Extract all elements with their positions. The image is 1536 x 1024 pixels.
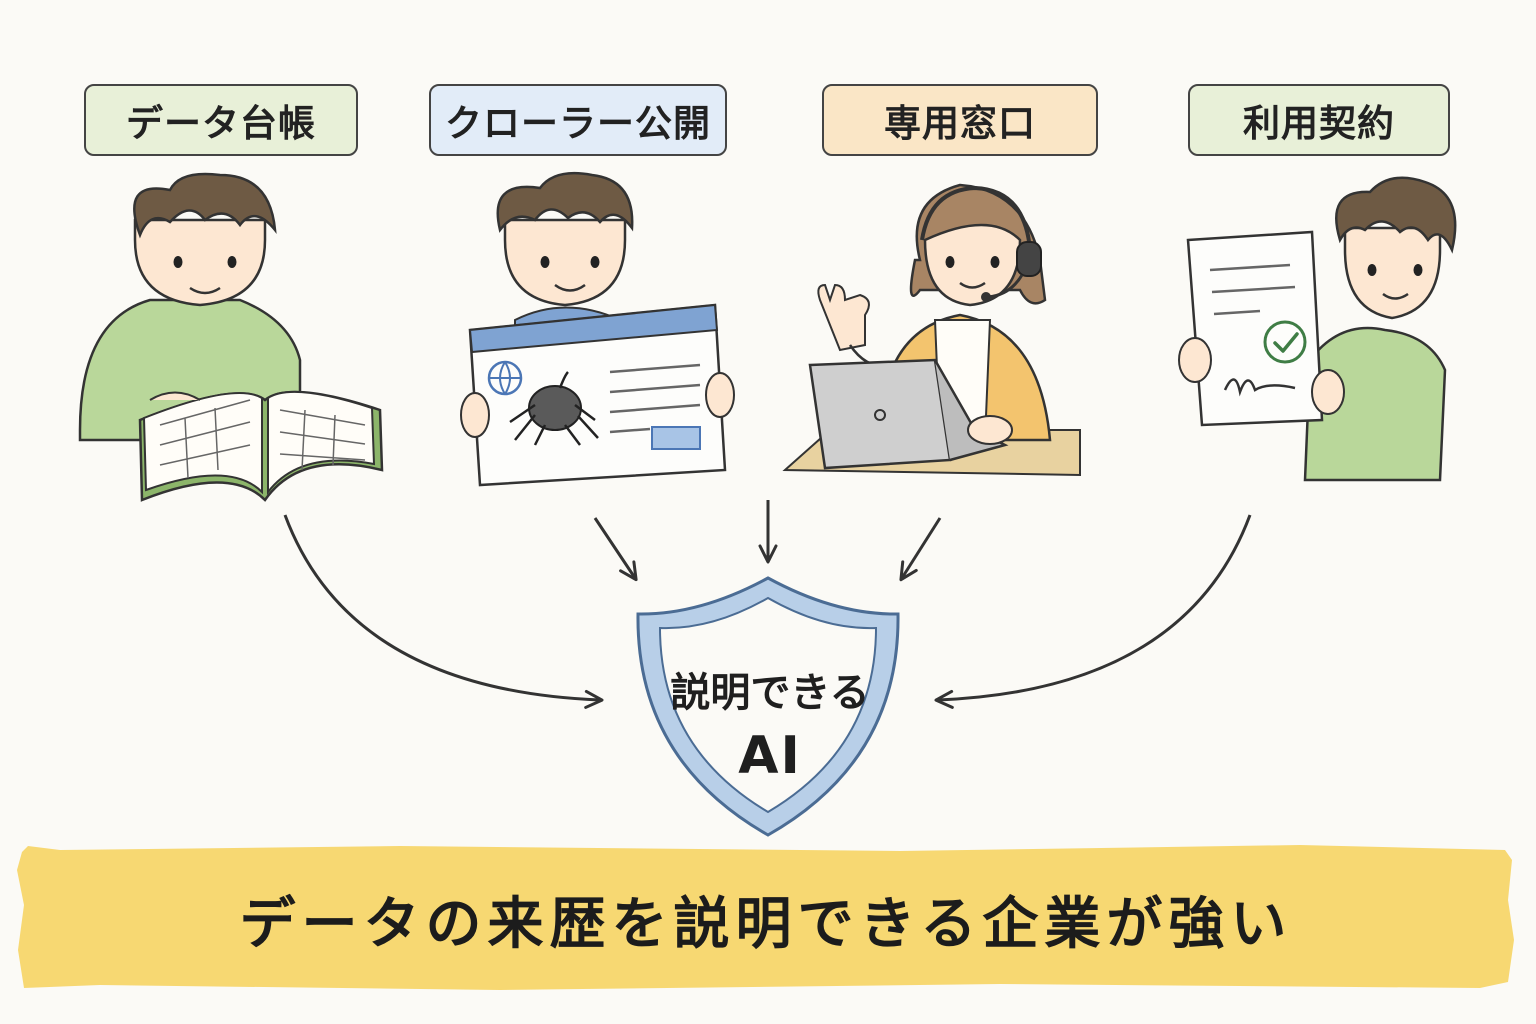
arrow-from-contract bbox=[934, 514, 1252, 709]
person-support-agent bbox=[782, 183, 1081, 477]
shield-label-line1: 説明できる bbox=[670, 670, 870, 716]
shield-icon bbox=[636, 576, 900, 837]
arrow-from-support bbox=[899, 517, 942, 582]
person-contract-holder bbox=[1178, 176, 1457, 482]
label-crawler-public: クローラー公開 bbox=[429, 84, 727, 156]
ledger-book-icon bbox=[138, 390, 384, 502]
banner-tape bbox=[17, 845, 1514, 990]
person-ledger-reader bbox=[78, 172, 384, 502]
arrow-from-ledger bbox=[283, 514, 604, 709]
person-crawler-presenter bbox=[460, 171, 735, 487]
arrow-from-crawler bbox=[593, 517, 638, 582]
crawler-webpage-icon bbox=[468, 303, 727, 487]
headset-icon bbox=[920, 185, 1042, 302]
laptop-icon bbox=[808, 358, 1009, 470]
shield-label-line2: AI bbox=[738, 726, 802, 786]
label-dedicated-contact: 専用窓口 bbox=[822, 84, 1098, 156]
label-data-ledger: データ台帳 bbox=[84, 84, 358, 156]
contract-document-icon bbox=[1186, 230, 1324, 427]
label-usage-contract: 利用契約 bbox=[1188, 84, 1450, 156]
conclusion-banner: データの来歴を説明できる企業が強い bbox=[239, 891, 1293, 957]
